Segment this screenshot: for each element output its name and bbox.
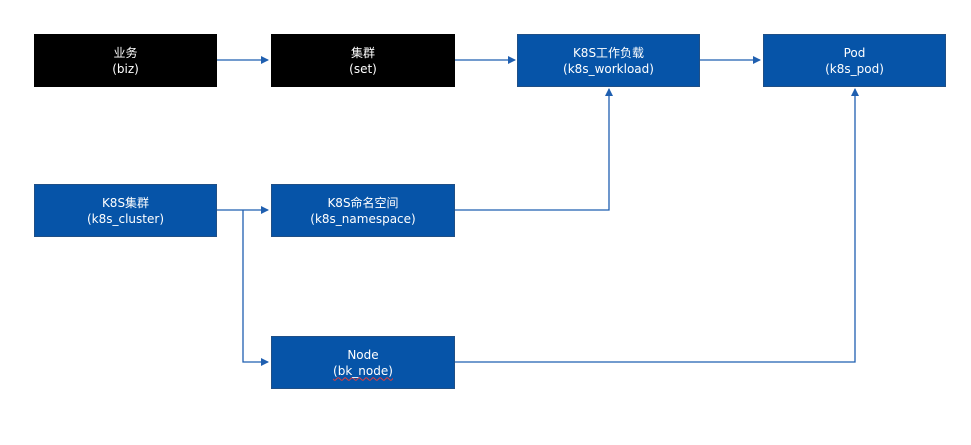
node-k8s-workload-title: K8S工作负载 (572, 45, 645, 60)
node-bk-node-subtitle: (bk_node) (333, 363, 393, 378)
node-k8s-cluster-subtitle: (k8s_cluster) (86, 211, 164, 226)
node-set-subtitle: (set) (349, 61, 377, 76)
node-biz-title: 业务 (113, 45, 138, 60)
node-set: 集群 (set) (271, 34, 455, 87)
node-bk-node-title: Node (347, 347, 379, 362)
node-k8s-namespace-title: K8S命名空间 (327, 195, 399, 210)
node-bk-node: Node (bk_node) (271, 336, 455, 389)
edge-cluster-to-node (242, 210, 269, 366)
node-k8s-pod: Pod (k8s_pod) (763, 34, 946, 87)
node-k8s-cluster: K8S集群 (k8s_cluster) (34, 184, 217, 237)
node-k8s-workload: K8S工作负载 (k8s_workload) (517, 34, 700, 87)
edge-namespace-to-workload (455, 88, 613, 211)
node-k8s-namespace: K8S命名空间 (k8s_namespace) (271, 184, 455, 237)
edge-node-to-pod (455, 88, 859, 363)
node-k8s-namespace-subtitle: (k8s_namespace) (310, 211, 416, 226)
node-k8s-pod-subtitle: (k8s_pod) (825, 61, 884, 76)
node-set-title: 集群 (350, 45, 375, 60)
node-biz-subtitle: (biz) (112, 61, 139, 76)
node-k8s-pod-title: Pod (843, 45, 866, 60)
node-k8s-cluster-title: K8S集群 (101, 195, 150, 210)
node-k8s-workload-subtitle: (k8s_workload) (563, 61, 654, 76)
node-biz: 业务 (biz) (34, 34, 217, 87)
